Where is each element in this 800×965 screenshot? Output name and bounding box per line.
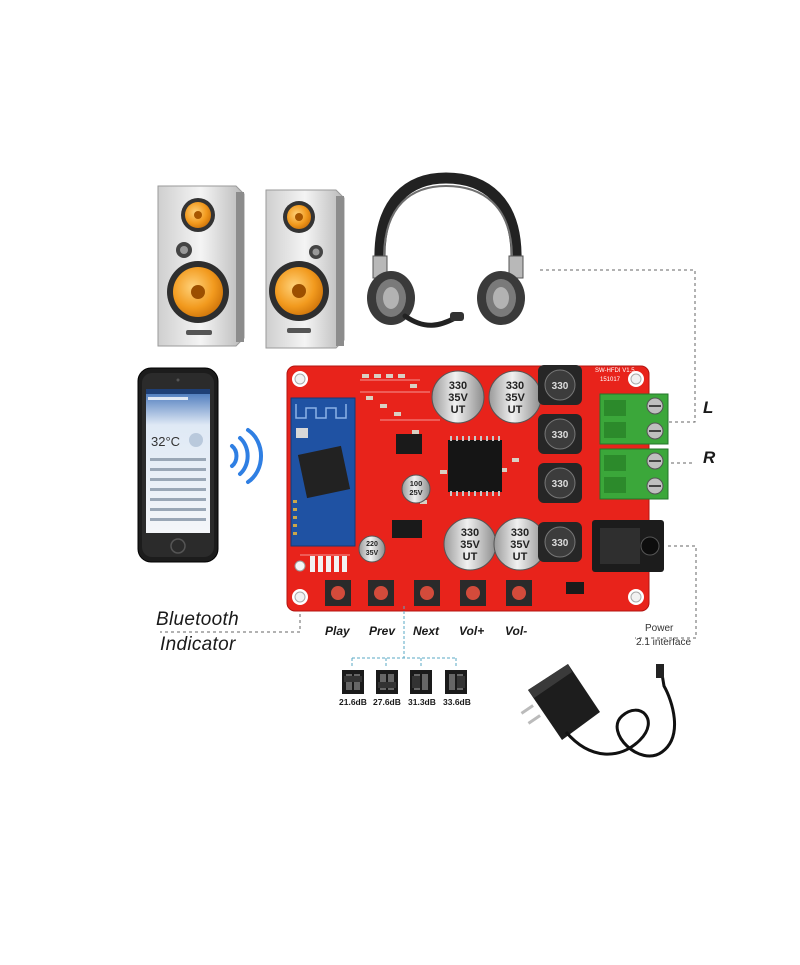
inductor-2: 330 <box>538 414 582 454</box>
speaker-right-icon <box>265 189 345 349</box>
svg-text:330: 330 <box>461 527 479 539</box>
svg-text:UT: UT <box>513 551 528 563</box>
svg-text:330: 330 <box>506 380 524 392</box>
board-date: 151017 <box>600 377 621 383</box>
inductor-3: 330 <box>538 463 582 503</box>
phone-temperature: 32°C <box>151 434 180 449</box>
inductor-1: 330 <box>538 365 582 405</box>
svg-text:330: 330 <box>552 538 569 549</box>
bluetooth-label-line2: Indicator <box>160 634 236 655</box>
power-adapter-icon <box>520 664 677 758</box>
svg-text:330: 330 <box>552 430 569 441</box>
capacitor-small-b: 220 35V <box>358 535 386 563</box>
label-next: Next <box>413 624 440 638</box>
svg-text:35V: 35V <box>366 550 379 557</box>
label-play: Play <box>325 624 350 638</box>
wireless-signal-icon <box>230 428 264 484</box>
svg-text:35V: 35V <box>460 539 480 551</box>
speaker-left-icon <box>157 185 245 347</box>
dc-jack-icon <box>592 520 664 572</box>
svg-text:330: 330 <box>552 479 569 490</box>
bluetooth-label-line1: Bluetooth <box>156 609 239 630</box>
svg-text:35V: 35V <box>510 539 530 551</box>
svg-text:100: 100 <box>410 479 423 488</box>
svg-text:330: 330 <box>552 381 569 392</box>
capacitor-4: 330 35V UT <box>493 517 547 571</box>
power-label-line2: 2.1 interface <box>636 637 692 648</box>
svg-text:UT: UT <box>451 404 466 416</box>
headphones-icon <box>367 172 525 328</box>
button-prev-icon <box>368 580 394 606</box>
svg-text:UT: UT <box>463 551 478 563</box>
button-next-icon <box>414 580 440 606</box>
smartphone-icon: 32°C <box>137 367 219 563</box>
svg-text:UT: UT <box>508 404 523 416</box>
bt-indicator-led-icon <box>294 560 306 572</box>
channel-label-right: R <box>703 448 716 467</box>
power-label-line1: Power <box>645 623 674 634</box>
label-vol-up: Vol+ <box>459 624 485 638</box>
svg-text:35V: 35V <box>448 392 468 404</box>
amplifier-board: 330 35V UT 330 35V UT 330 35V UT 330 35V… <box>286 365 669 612</box>
channel-label-left: L <box>703 398 714 417</box>
svg-text:35V: 35V <box>505 392 525 404</box>
capacitor-small-a: 100 25V <box>401 474 431 504</box>
label-prev: Prev <box>369 624 396 638</box>
gain-label-4: 33.6dB <box>443 697 471 707</box>
gain-label-3: 31.3dB <box>408 697 436 707</box>
capacitor-3: 330 35V UT <box>443 517 497 571</box>
terminal-left-icon <box>599 393 669 445</box>
gain-callout-lines <box>351 606 457 668</box>
svg-text:330: 330 <box>449 380 467 392</box>
gain-label-2: 27.6dB <box>373 697 401 707</box>
board-title: SW-HFDI V1.5 <box>595 368 635 374</box>
button-volup-icon <box>460 580 486 606</box>
button-play-icon <box>325 580 351 606</box>
gain-jumper-icons <box>342 670 467 694</box>
terminal-right-icon <box>599 448 669 500</box>
svg-text:25V: 25V <box>409 488 422 497</box>
button-voldown-icon <box>506 580 532 606</box>
svg-text:330: 330 <box>511 527 529 539</box>
label-vol-down: Vol- <box>505 624 528 638</box>
inductor-4: 330 <box>538 522 582 562</box>
capacitor-2: 330 35V UT <box>488 370 542 424</box>
svg-text:220: 220 <box>366 541 378 548</box>
callout-lines <box>160 269 697 639</box>
gain-label-1: 21.6dB <box>339 697 367 707</box>
capacitor-1: 330 35V UT <box>431 370 485 424</box>
